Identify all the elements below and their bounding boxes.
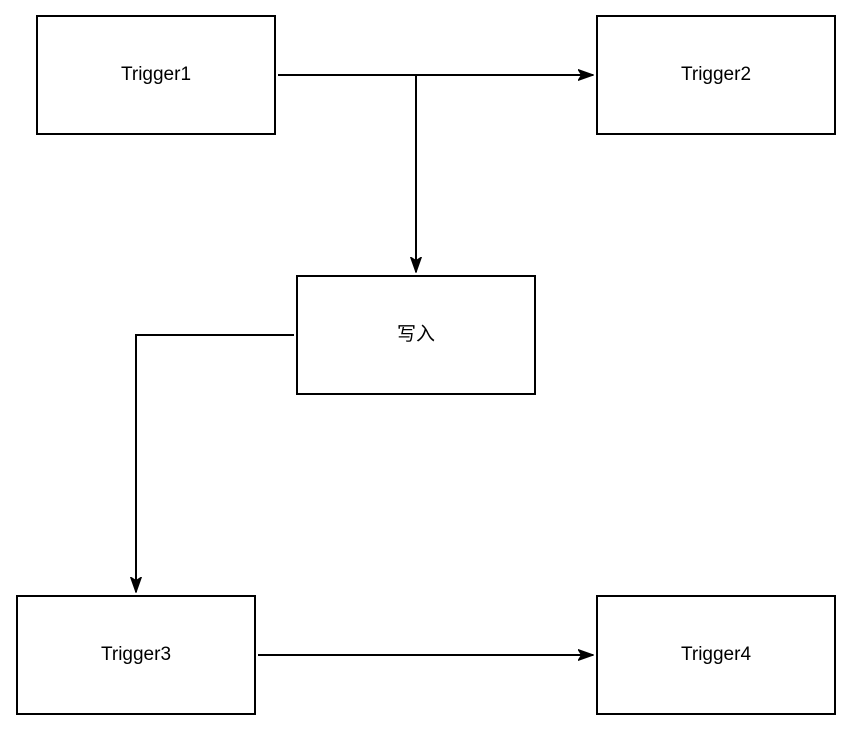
- node-trigger3-label: Trigger3: [100, 643, 172, 665]
- node-write[interactable]: 写入: [296, 275, 536, 395]
- node-trigger1-label: Trigger1: [120, 63, 192, 85]
- node-trigger4[interactable]: Trigger4: [596, 595, 836, 715]
- node-trigger4-label: Trigger4: [680, 643, 752, 665]
- node-write-label: 写入: [396, 323, 435, 345]
- node-trigger3[interactable]: Trigger3: [16, 595, 256, 715]
- node-trigger2[interactable]: Trigger2: [596, 15, 836, 135]
- edge-write-trigger3: [136, 334, 294, 592]
- node-trigger1[interactable]: Trigger1: [36, 15, 276, 135]
- node-trigger2-label: Trigger2: [680, 63, 752, 85]
